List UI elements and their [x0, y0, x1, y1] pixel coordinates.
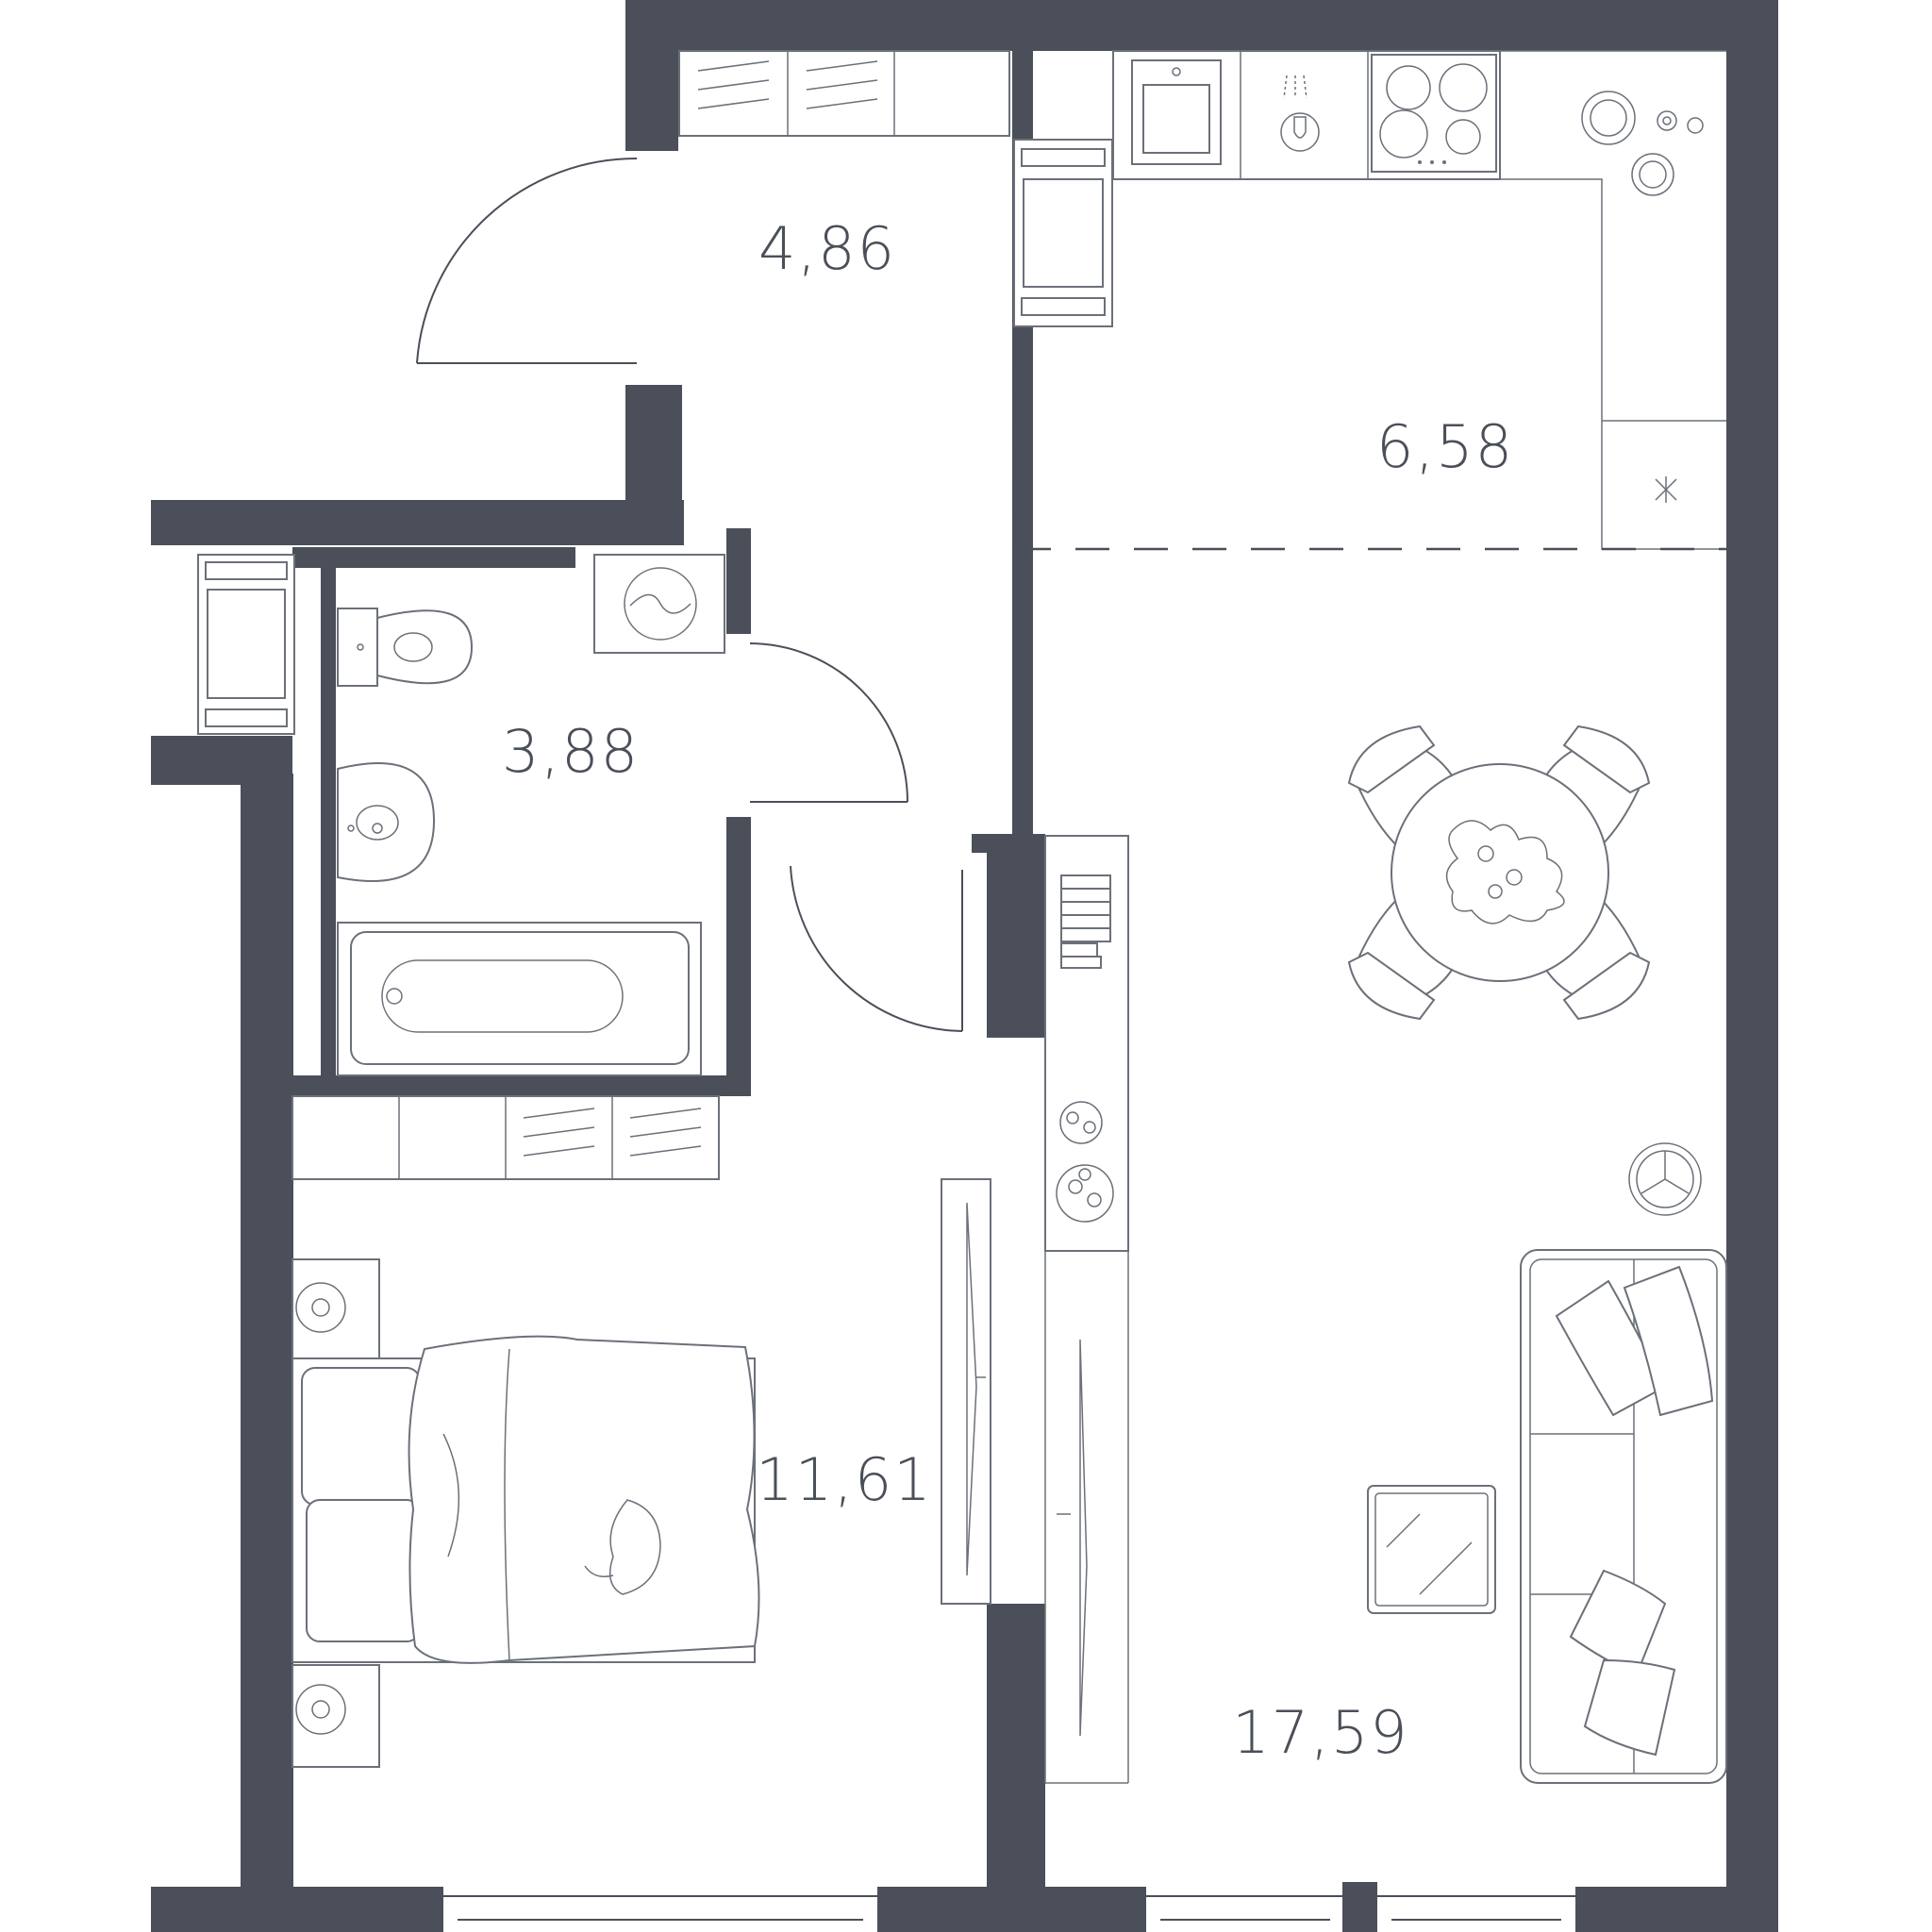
washbasin-icon [337, 762, 436, 882]
cushion-icon [1555, 1265, 1714, 1757]
window-kitchen-right [1033, 51, 1099, 136]
wall-entrance-left [625, 0, 678, 151]
coffee-table-icon [1367, 1485, 1496, 1614]
wall-central-column [987, 834, 1045, 1038]
door-icon [790, 865, 963, 1032]
wall-bath-right-lower [726, 817, 751, 1096]
wall-bath-right-upper [726, 528, 751, 634]
wardrobe-icon [678, 50, 1010, 137]
wall-bath-left [321, 566, 336, 1075]
area-label-hall: 4,86 [758, 214, 896, 283]
wall-entrance-lower [625, 385, 682, 545]
wall-left [241, 774, 293, 1932]
radiator-icon [1013, 139, 1113, 327]
window-living-1 [1146, 1887, 1342, 1932]
extractor-icon [1655, 476, 1677, 503]
door-icon [749, 642, 908, 803]
sink-icon [1131, 59, 1222, 165]
bed-icon [291, 1335, 760, 1664]
wall-right [1726, 0, 1778, 1932]
dining-table-icon [1347, 724, 1651, 1021]
radiator-icon [197, 554, 295, 735]
wall-bath-inner-top [292, 547, 575, 568]
plant-icon [1445, 820, 1565, 924]
window-kitchen-left [151, 545, 198, 736]
window-frames [443, 1882, 1575, 1932]
area-label-living: 17,59 [1232, 1698, 1409, 1767]
books-icon [1060, 874, 1111, 969]
bathtub-icon [337, 922, 702, 1076]
window-living-2 [1377, 1887, 1575, 1932]
nightstand-icon [291, 1258, 380, 1768]
wall-left-notch [151, 736, 292, 785]
wardrobe-icon [291, 1095, 720, 1180]
kitchen-zone-boundary [1015, 332, 1726, 551]
wall-bath-top [151, 500, 684, 545]
toilet-icon [337, 608, 474, 687]
cat-icon [584, 1499, 661, 1595]
wall-bath-bottom [292, 1075, 751, 1096]
area-labels: 4,86 6,58 3,88 11,61 17,59 [502, 214, 1514, 1767]
wall-column-edge [972, 834, 991, 853]
sofa-icon [1520, 1249, 1727, 1784]
coffee-machine-icon [1581, 91, 1704, 196]
wall-top [625, 0, 1745, 51]
storage-unit [1044, 835, 1129, 1784]
dishwasher-icon [1280, 75, 1320, 152]
area-label-kitchen: 6,58 [1376, 412, 1514, 481]
tv-icon [941, 1178, 991, 1605]
tv-icon [1057, 1339, 1088, 1737]
window-bedroom [443, 1887, 877, 1932]
area-label-bedroom: 11,61 [756, 1445, 933, 1514]
area-label-bathroom: 3,88 [502, 717, 640, 786]
stove-icon [1371, 54, 1497, 173]
washing-machine-icon [593, 554, 725, 654]
door-icon [416, 157, 638, 364]
floor-lamp-icon [1628, 1142, 1702, 1216]
wall-central-lower [987, 1604, 1045, 1932]
plant-icon [1056, 1101, 1114, 1223]
